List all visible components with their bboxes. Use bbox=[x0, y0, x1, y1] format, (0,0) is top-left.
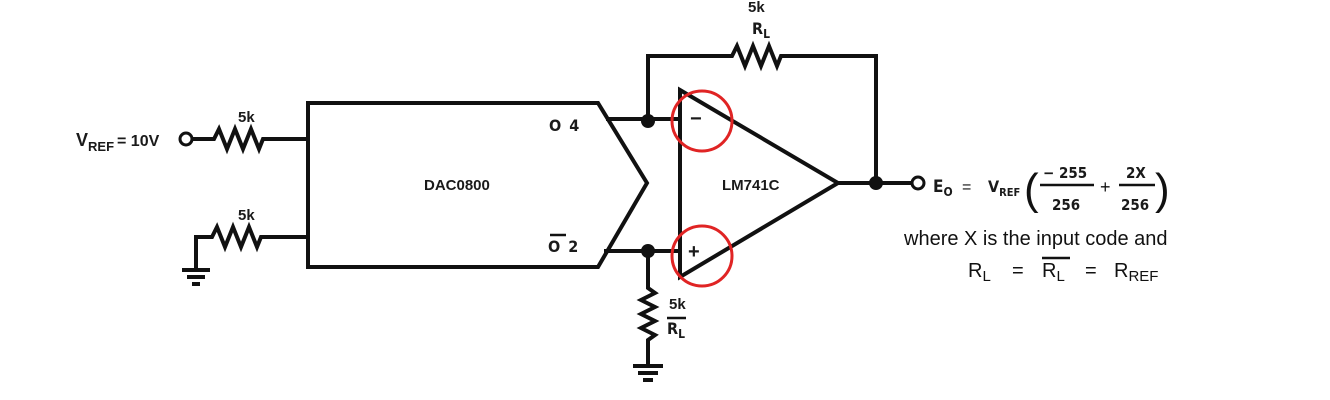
frac2-denominator: 256 bbox=[1121, 196, 1149, 214]
opamp-label: LM741C bbox=[722, 177, 780, 194]
eo-vref: VREF bbox=[988, 177, 1020, 199]
eo-label: EO bbox=[933, 177, 953, 199]
ground-symbol-right bbox=[633, 364, 663, 382]
note-line-1: where X is the input code and bbox=[903, 228, 1168, 250]
input-resistor-top bbox=[192, 123, 308, 155]
rl-value-label: 5k bbox=[748, 0, 765, 16]
note-rl: RL bbox=[968, 260, 991, 285]
rlbar-name-label: RL bbox=[667, 319, 685, 341]
dac0800-block bbox=[306, 101, 650, 269]
highlight-plus-input bbox=[670, 224, 734, 288]
output-terminal bbox=[910, 175, 926, 191]
note-eq-2: = bbox=[1085, 260, 1097, 282]
vref-input-label: VREF= 10V bbox=[76, 130, 160, 154]
input-resistor-bottom bbox=[194, 221, 308, 269]
note-rref: RREF bbox=[1114, 260, 1158, 285]
resistor-rl-bar bbox=[636, 251, 660, 364]
eo-equals: = bbox=[962, 179, 971, 196]
frac2-numerator: 2X bbox=[1126, 164, 1146, 182]
plus-input-sign: + bbox=[688, 241, 700, 263]
right-paren: ) bbox=[1155, 165, 1170, 214]
frac-plus: + bbox=[1100, 177, 1111, 197]
minus-input-sign: − bbox=[690, 108, 702, 130]
rl-name-label: RL bbox=[752, 19, 770, 41]
highlight-minus-input bbox=[670, 89, 734, 153]
r-top-in-label: 5k bbox=[238, 109, 255, 126]
vref-input-terminal bbox=[178, 131, 194, 147]
output-equation: EO = VREF ( − 255 256 + 2X 256 ) bbox=[933, 164, 1170, 214]
rlbar-value-label: 5k bbox=[669, 296, 686, 313]
left-paren: ( bbox=[1024, 165, 1039, 214]
note-line-2: RL = RL = RREF bbox=[968, 256, 1158, 285]
note-rl-bar: RL bbox=[1042, 260, 1065, 285]
r-bottom-in-label: 5k bbox=[238, 207, 255, 224]
note-eq-1: = bbox=[1012, 260, 1024, 282]
ground-symbol-left bbox=[182, 268, 210, 286]
lm741c-opamp bbox=[678, 86, 842, 281]
junction-output bbox=[869, 176, 883, 190]
frac1-numerator: − 255 bbox=[1043, 164, 1087, 182]
feedback-resistor-rl bbox=[646, 40, 878, 183]
dac-label: DAC0800 bbox=[424, 177, 490, 194]
frac1-denominator: 256 bbox=[1052, 196, 1080, 214]
